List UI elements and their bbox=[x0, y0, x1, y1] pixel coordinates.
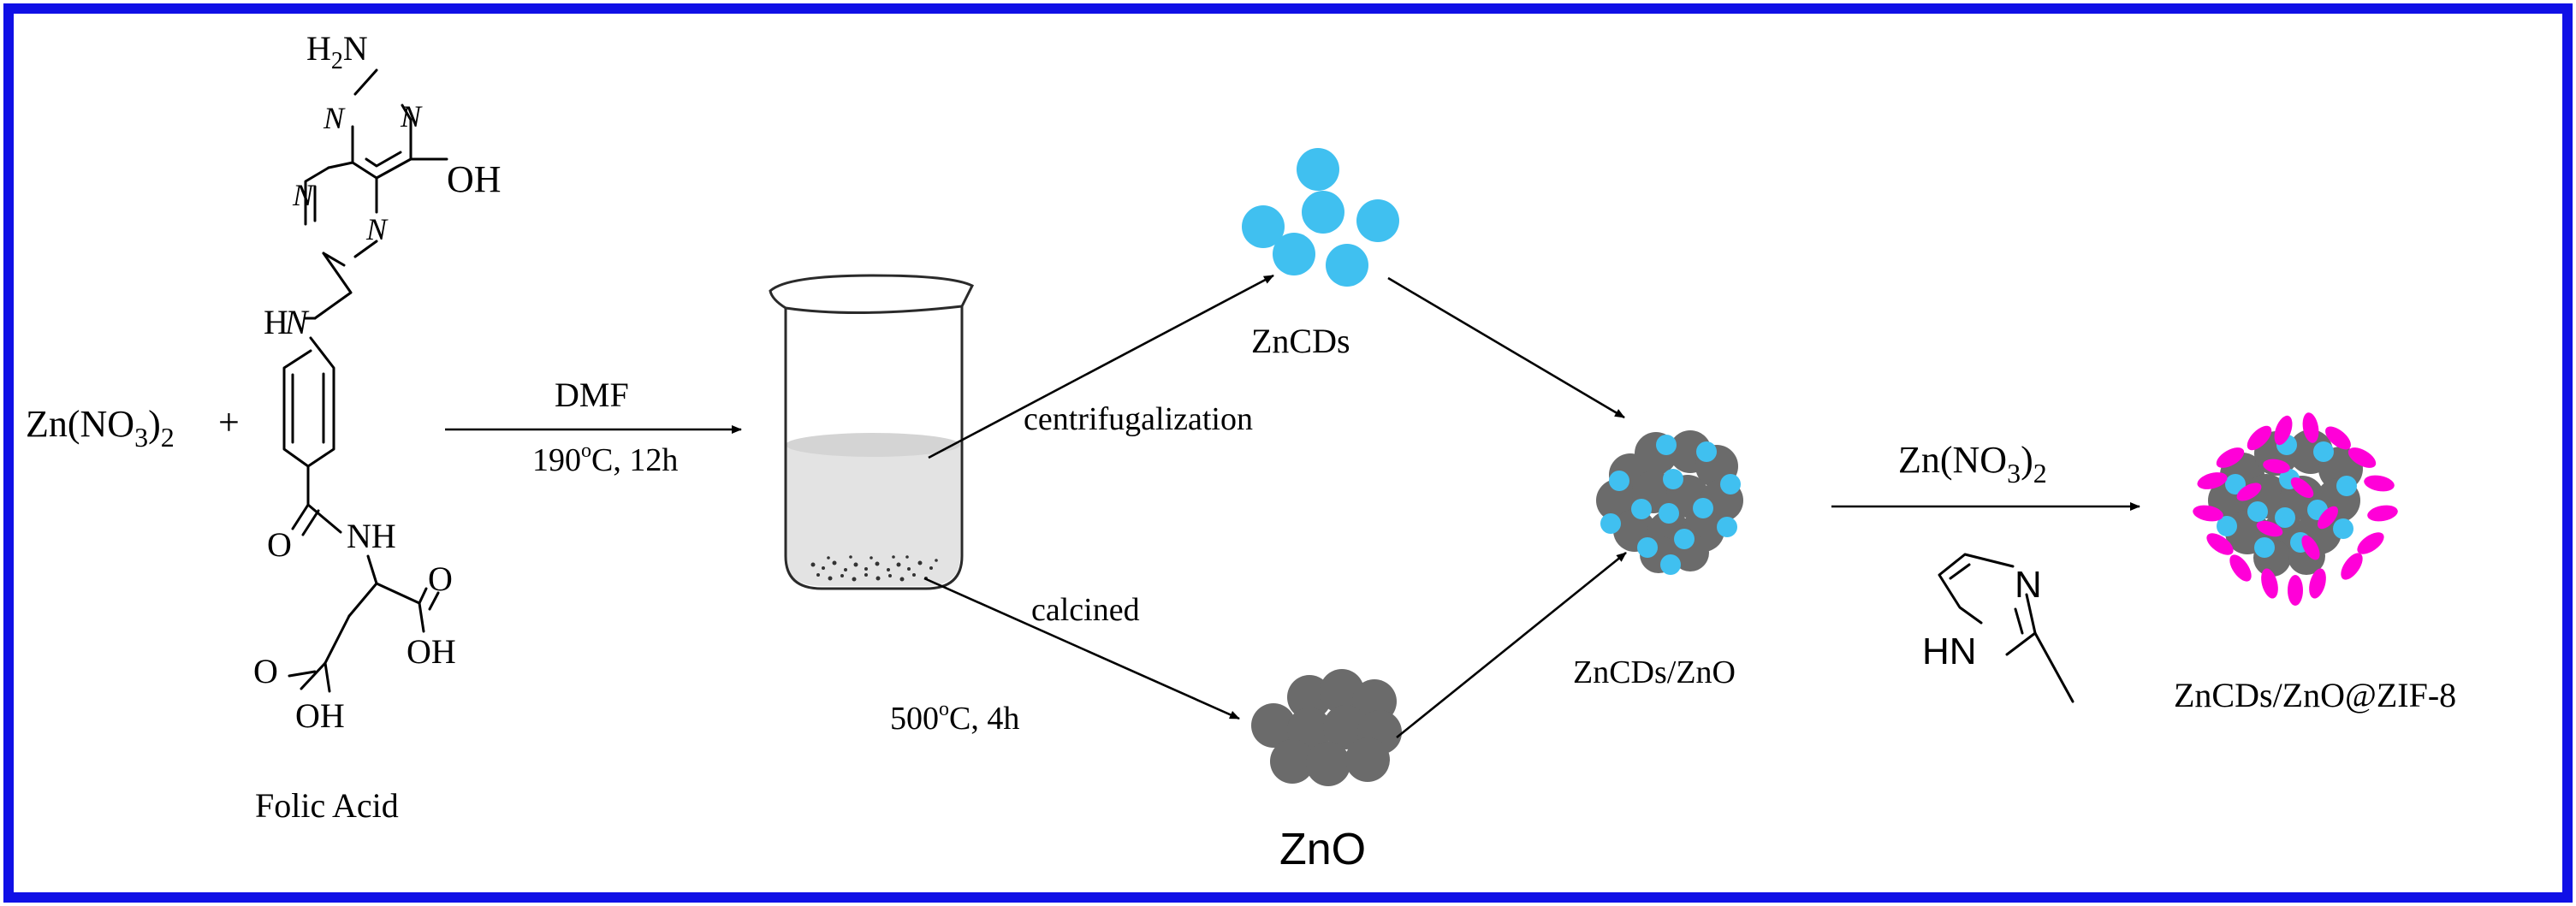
zno-label: ZnO bbox=[1279, 825, 1366, 874]
carbon-dot-cluster-icon bbox=[1242, 148, 1399, 287]
folic-acid-label: Folic Acid bbox=[255, 786, 399, 825]
centrifugation-label: centrifugalization bbox=[1024, 401, 1253, 437]
folic-acid-structure: H2N N N OH N N HN O NH O OH O OH bbox=[253, 29, 502, 735]
imidazole-n: N bbox=[2015, 564, 2042, 606]
zno-cluster-icon bbox=[1251, 669, 1402, 786]
composite-icon bbox=[1596, 430, 1743, 575]
atom-n4: N bbox=[365, 212, 389, 246]
calcination-label: calcined bbox=[1031, 592, 1140, 628]
atom-hn: HN bbox=[264, 303, 310, 341]
atom-amide-o: O bbox=[267, 525, 292, 564]
step1-solvent: DMF bbox=[555, 376, 629, 414]
atom-n3: N bbox=[292, 178, 315, 212]
atom-acid2-oh: OH bbox=[295, 696, 345, 735]
atom-amide-nh: NH bbox=[347, 517, 396, 555]
step3-reagent: Zn(NO3)2 bbox=[1898, 439, 2047, 489]
atom-acid1-o: O bbox=[428, 560, 453, 598]
reagent-formula: Zn(NO3)2 bbox=[26, 403, 175, 453]
frame-border bbox=[3, 3, 2573, 903]
atom-oh-ring: OH bbox=[447, 158, 502, 200]
composite-label: ZnCDs/ZnO bbox=[1573, 654, 1736, 690]
zif8-composite-icon bbox=[2193, 412, 2398, 606]
atom-h2n: H2N bbox=[306, 29, 368, 74]
precipitate bbox=[810, 555, 938, 582]
calcination-condition: 500oC, 4h bbox=[890, 698, 1019, 737]
imidazole-hn: HN bbox=[1922, 631, 1977, 672]
atom-acid2-o: O bbox=[253, 652, 278, 690]
merge-arrow-top bbox=[1387, 276, 1625, 419]
final-product-label: ZnCDs/ZnO@ZIF-8 bbox=[2174, 676, 2456, 714]
plus-sign: + bbox=[218, 401, 240, 443]
merge-arrow-bottom bbox=[1396, 551, 1627, 739]
centrifugation-arrow bbox=[928, 274, 1274, 459]
atom-acid1-oh: OH bbox=[407, 632, 456, 671]
zncds-label: ZnCDs bbox=[1251, 322, 1350, 360]
atom-n2: N bbox=[400, 99, 423, 133]
step1-condition: 190oC, 12h bbox=[532, 440, 678, 478]
calcination-arrow bbox=[923, 577, 1240, 720]
beaker-icon bbox=[769, 274, 975, 590]
atom-n1: N bbox=[323, 101, 346, 135]
2-methylimidazole-structure: N HN bbox=[1922, 553, 2074, 703]
